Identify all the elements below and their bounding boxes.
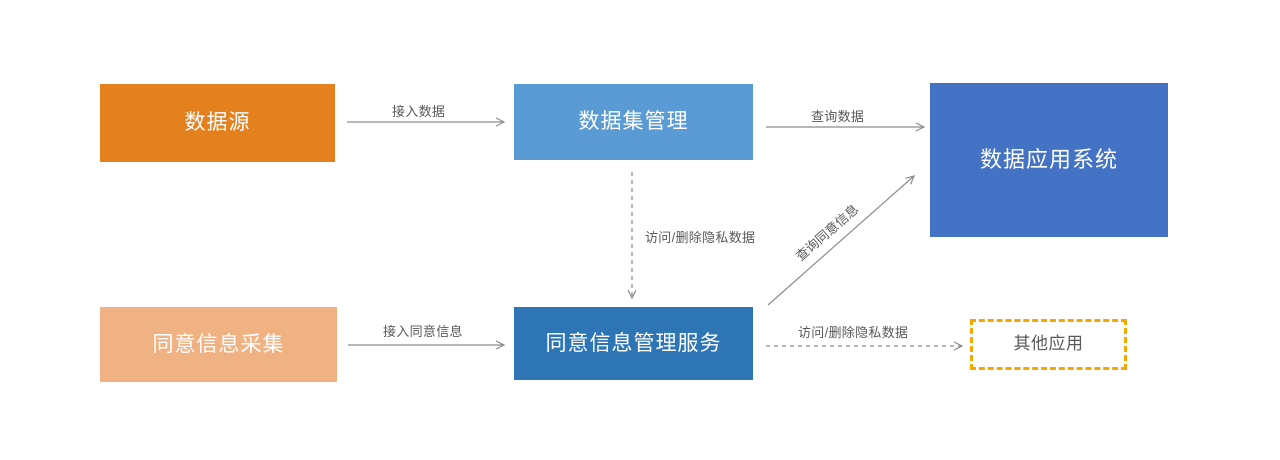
node-consent-collection[interactable]: 同意信息采集 — [100, 307, 337, 382]
node-data-application-system[interactable]: 数据应用系统 — [930, 83, 1168, 237]
edge-label-query-consent: 查询同意信息 — [792, 201, 862, 264]
edge-line-query-consent — [767, 175, 916, 306]
node-consent-management-service[interactable]: 同意信息管理服务 — [514, 307, 753, 380]
edge-label-query-data: 查询数据 — [811, 109, 865, 124]
edge-label-access-consent: 接入同意信息 — [383, 324, 463, 339]
edge-label-privacy-access-vertical: 访问/删除隐私数据 — [645, 230, 756, 245]
node-datasource[interactable]: 数据源 — [100, 84, 335, 162]
node-other-applications[interactable]: 其他应用 — [970, 319, 1127, 370]
node-dataset-management[interactable]: 数据集管理 — [514, 84, 753, 160]
edge-label-privacy-access-other: 访问/删除隐私数据 — [798, 325, 909, 340]
edge-label-access-data: 接入数据 — [392, 104, 446, 119]
